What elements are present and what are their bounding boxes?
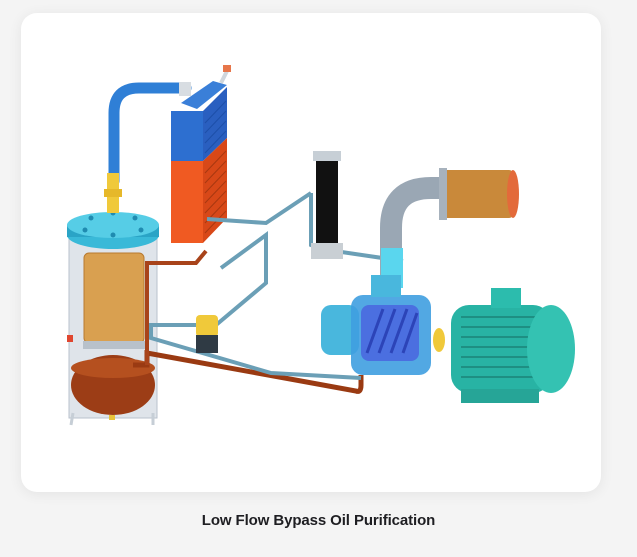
oil-purification-illustration bbox=[67, 65, 575, 426]
oil-separator-tank bbox=[67, 173, 159, 426]
oil-filter bbox=[311, 151, 343, 259]
figure-caption: Low Flow Bypass Oil Purification bbox=[201, 512, 436, 529]
electric-motor bbox=[451, 288, 575, 403]
oil-cooler bbox=[171, 65, 231, 243]
air-intake-filter bbox=[439, 168, 519, 220]
screw-compressor bbox=[321, 275, 431, 375]
figure-card bbox=[21, 13, 601, 492]
thermostatic-valve bbox=[196, 315, 218, 353]
coupling bbox=[433, 328, 445, 352]
